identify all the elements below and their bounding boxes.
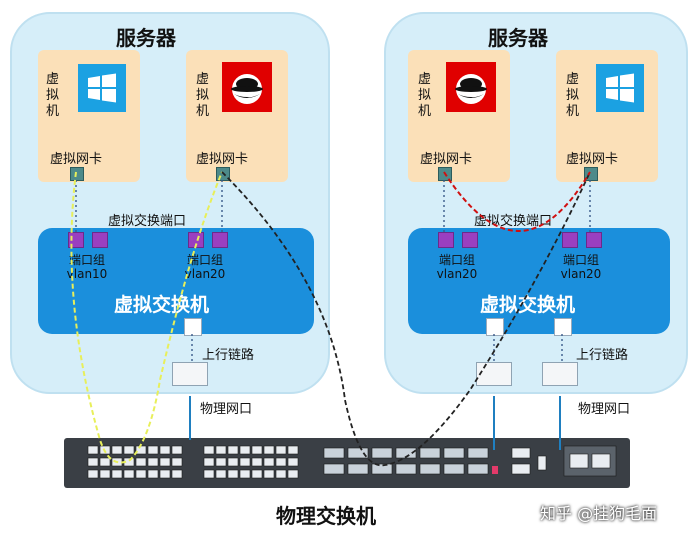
- physical-switch-ports: [87, 445, 617, 479]
- server-1-port-group-1-name: 端口组: [68, 253, 105, 267]
- server-1-port-group-2-label: 端口组 vlan20: [180, 253, 230, 281]
- server-2-vm-2-nic-label: 虚拟网卡: [566, 152, 619, 167]
- server-1-physical-nic: [172, 362, 208, 386]
- server-2-port-group-2-port-b: [586, 232, 602, 248]
- server-2-vm-2-label: 虚拟机: [566, 72, 580, 119]
- server-2-port-group-1-name: 端口组: [438, 253, 475, 267]
- physical-switch-port-block-middle: [203, 445, 299, 479]
- server-1-uplink-label: 上行链路: [202, 348, 255, 363]
- dotted-links: [75, 180, 591, 362]
- server-2-port-group-2-vlan: vlan20: [560, 267, 602, 281]
- physical-switch-title: 物理交换机: [276, 504, 376, 528]
- server-1-port-group-2-port-b: [212, 232, 228, 248]
- server-2-port-group-2-label: 端口组 vlan20: [556, 253, 606, 281]
- server-2-port-group-1-vlan: vlan20: [436, 267, 478, 281]
- server-2-port-group-1-port-b: [462, 232, 478, 248]
- server-2-vswitch-title: 虚拟交换机: [480, 294, 576, 316]
- server-1-vm-1-nic-port: [70, 167, 84, 181]
- server-2-port-group-1-label: 端口组 vlan20: [432, 253, 482, 281]
- server-2-vm-1-label: 虚拟机: [418, 72, 432, 119]
- server-1-physical-port-label: 物理网口: [200, 402, 253, 417]
- server-1-title: 服务器: [116, 26, 176, 50]
- redhat-icon: [222, 62, 272, 112]
- black-vlan-path: [221, 171, 591, 467]
- server-1-vm-2-label: 虚拟机: [196, 72, 210, 119]
- server-2-physical-port-label: 物理网口: [578, 402, 631, 417]
- server-1-port-group-2-name: 端口组: [186, 253, 223, 267]
- server-2-uplink-label: 上行链路: [576, 348, 629, 363]
- yellow-vlan-path: [70, 171, 223, 464]
- windows-icon: [78, 64, 126, 112]
- windows-icon: [596, 64, 644, 112]
- server-1-vm-1-label: 虚拟机: [46, 72, 60, 119]
- physical-switch-sfp-block: [323, 447, 489, 475]
- server-1-vswitch-ports-label: 虚拟交换端口: [108, 214, 187, 229]
- server-2-uplink-port-1: [486, 318, 504, 336]
- physical-switch: [64, 438, 630, 488]
- server-1-vm-1-nic-label: 虚拟网卡: [50, 152, 103, 167]
- server-1-port-group-1-vlan: vlan10: [66, 267, 108, 281]
- server-2-vm-1-nic-label: 虚拟网卡: [420, 152, 473, 167]
- server-2-physical-nic-2: [542, 362, 578, 386]
- solid-links: [189, 396, 561, 450]
- red-local-path: [443, 171, 591, 232]
- server-2-port-group-2-port-a: [562, 232, 578, 248]
- server-1-uplink-port: [184, 318, 202, 336]
- server-1-vswitch-title: 虚拟交换机: [114, 294, 210, 316]
- server-1-port-group-1-port-b: [92, 232, 108, 248]
- physical-switch-right-ports: [511, 445, 617, 477]
- server-1-port-group-2-vlan: vlan20: [184, 267, 226, 281]
- server-1-port-group-1-label: 端口组 vlan10: [62, 253, 112, 281]
- watermark: 知乎 @挂狗毛面: [540, 504, 658, 523]
- physical-switch-led: [492, 466, 498, 474]
- server-2-title: 服务器: [488, 26, 548, 50]
- server-1-vm-2-nic-label: 虚拟网卡: [196, 152, 249, 167]
- server-2-port-group-2-name: 端口组: [562, 253, 599, 267]
- server-2-uplink-port-2: [554, 318, 572, 336]
- server-2-port-group-1-port-a: [438, 232, 454, 248]
- redhat-icon: [446, 62, 496, 112]
- server-2-physical-nic-1: [476, 362, 512, 386]
